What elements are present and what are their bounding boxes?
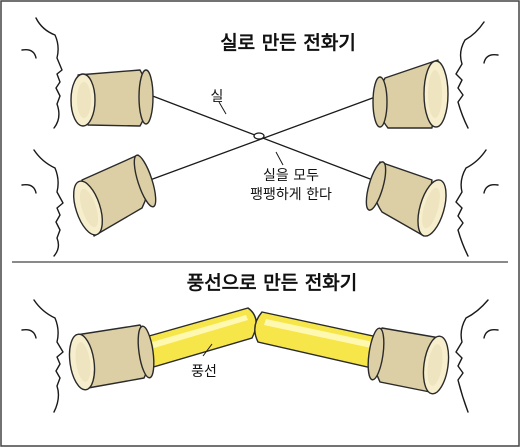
title-string-phone: 실로 만든 전화기 xyxy=(220,32,356,54)
face-profile-balloon-left xyxy=(33,299,64,413)
ear-balloon-right xyxy=(483,328,499,339)
face-profile-top-right xyxy=(455,21,485,129)
paper-cup-bottom-left xyxy=(72,154,157,237)
paper-cup-balloon-left xyxy=(68,324,155,391)
ear-balloon-left xyxy=(21,328,37,339)
paper-cup-bottom-right xyxy=(365,161,447,237)
string-label: 실 xyxy=(211,89,224,105)
paper-cup-top-right xyxy=(372,59,449,129)
title-balloon-phone: 풍선으로 만든 전화기 xyxy=(187,272,358,294)
face-profile-bottom-left xyxy=(33,149,64,257)
string-line-b xyxy=(149,95,379,181)
ear-top-right xyxy=(483,53,499,64)
string-knot xyxy=(253,132,265,140)
taut-note-line2: 팽팽하게 한다 xyxy=(250,187,332,203)
ear-bottom-left xyxy=(21,183,37,194)
balloon-label-leader xyxy=(202,343,213,357)
taut-note-line1: 실을 모두 xyxy=(263,168,319,184)
face-profile-balloon-right xyxy=(455,299,489,413)
note-label-leader xyxy=(275,151,284,166)
face-profile-bottom-right xyxy=(455,149,487,257)
string-label-leader xyxy=(218,101,227,115)
paper-cup-top-left xyxy=(70,69,154,127)
paper-cup-balloon-right xyxy=(367,327,450,395)
balloon-label: 풍선 xyxy=(191,364,217,380)
face-profile-top-left xyxy=(35,17,63,129)
ear-bottom-right xyxy=(483,183,499,194)
ear-top-left xyxy=(21,48,37,59)
balloon-tube-right xyxy=(254,311,383,369)
